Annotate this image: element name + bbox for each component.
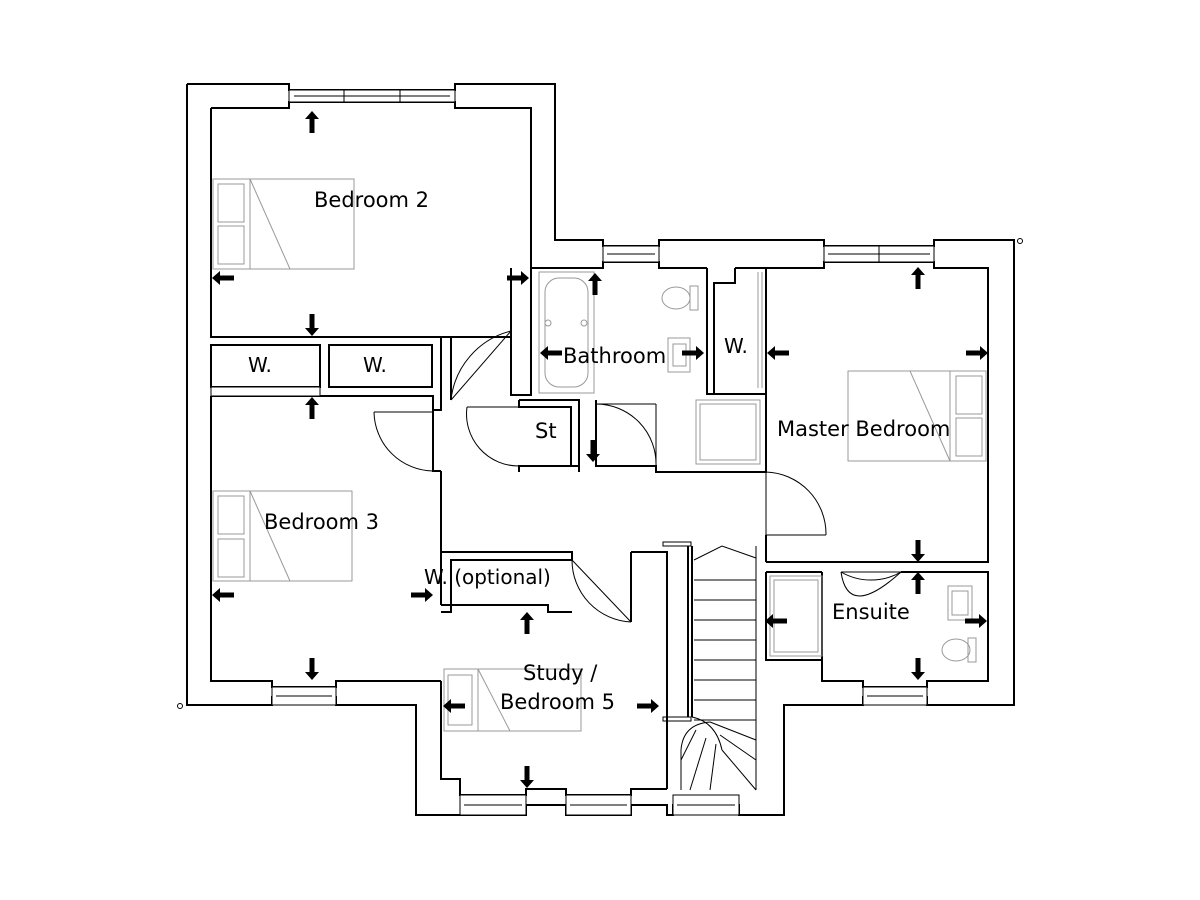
bed-icon [443,668,582,732]
arrow-up-icon [520,612,534,634]
window-icon [210,386,321,397]
door-swing-icon [840,571,902,597]
door-swing-icon [466,406,520,467]
staircase-icon [662,541,757,791]
basin-icon [947,585,973,621]
toilet-icon [661,285,699,311]
room-label-bedroom-3: Bedroom 3 [264,510,379,534]
window-icon [459,794,527,816]
bed-icon [212,178,355,270]
arrow-right-icon [682,346,704,360]
fixtures [212,178,987,732]
room-label-ensuite: Ensuite [832,600,910,624]
shower-icon [695,399,761,465]
door-swing-icon [595,403,657,467]
bed-icon [847,370,987,462]
window-icon [862,686,928,706]
window-icon [565,794,632,816]
arrow-left-icon [765,614,787,628]
arrow-left-icon [540,346,562,360]
door-swing-icon [450,330,512,401]
arrow-left-icon [767,346,789,360]
door-swing-icon [571,559,632,623]
wardrobe-label-bedroom2-left: W. [248,353,272,377]
bed-icon [212,490,353,582]
outer-walls [186,83,1015,816]
interior-walls [210,268,822,789]
shower-icon [769,575,823,657]
door-swing-icon [373,410,434,472]
arrow-right-icon [965,614,987,628]
bath-icon [538,271,595,394]
doors [373,330,902,623]
room-labels: Bedroom 2 Bedroom 3 Bathroom Master Bedr… [248,188,950,714]
arrow-down-icon [911,658,925,680]
room-label-bedroom-2: Bedroom 2 [314,188,429,212]
arrow-down-icon [305,314,319,336]
arrow-right-icon [637,699,659,713]
arrow-left-icon [212,271,234,285]
room-label-bathroom: Bathroom [563,344,666,368]
arrow-down-icon [520,766,534,788]
toilet-icon [941,637,977,663]
arrow-up-icon [305,397,319,419]
arrow-up-icon [911,267,925,289]
window-icon [271,686,337,706]
room-label-study-line2: Bedroom 5 [500,690,615,714]
door-swing-icon [765,471,827,536]
window-icon [288,89,456,103]
wardrobe-rail-icon [757,272,763,388]
window-icon [672,794,740,816]
windows [210,89,935,816]
wardrobe-label-optional: W. (optional) [424,565,551,589]
room-label-store: St [535,419,557,443]
wardrobe-label-bedroom2-right: W. [363,353,387,377]
arrow-left-icon [212,588,234,602]
room-label-master-bedroom: Master Bedroom [777,417,950,441]
arrow-down-icon [911,540,925,562]
wardrobe-label-master: W. [724,334,748,358]
arrow-up-icon [305,111,319,133]
arrow-left-icon [443,699,465,713]
arrow-right-icon [966,346,988,360]
arrow-up-icon [911,572,925,594]
corner-marker-icon [1017,238,1023,244]
corner-marker-icon [177,703,183,709]
room-label-study-line1: Study / [523,661,598,685]
arrow-down-icon [586,440,600,462]
window-icon [823,245,935,263]
arrow-up-icon [588,273,602,295]
window-icon [602,245,660,263]
arrow-down-icon [305,658,319,680]
arrow-right-icon [411,588,433,602]
